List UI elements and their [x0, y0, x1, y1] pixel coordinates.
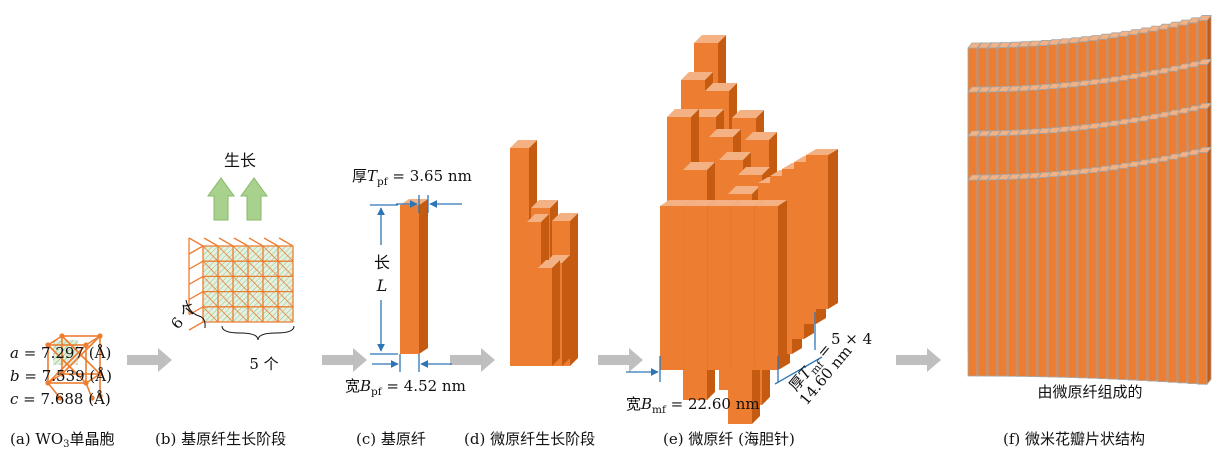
green-arrow-right [240, 177, 268, 221]
mf-width-label: 宽Bmf = 22.60 nm [626, 395, 760, 416]
front-column-5 [754, 200, 787, 370]
dimension-lines-pf [370, 195, 462, 372]
lattice-c: c = 7.688 (Å) [10, 390, 111, 408]
multiplier-label: 5 × 4 [831, 330, 872, 348]
length-var: L [376, 276, 388, 295]
microfibril-growth-illustration [510, 140, 578, 366]
lattice-b: b = 7.539 (Å) [10, 367, 112, 385]
count-5-label: 5 个 [249, 355, 278, 373]
process-arrow-2 [322, 348, 367, 372]
pf-width-label: 宽Bpf = 4.52 nm [345, 377, 466, 398]
process-arrow-3 [450, 348, 495, 372]
growth-fibril-6 [538, 260, 560, 366]
lattice-a: a = 7.297 (Å) [10, 344, 111, 362]
back-column-5 [806, 149, 838, 309]
caption-d: (d) 微原纤生长阶段 [464, 430, 595, 448]
process-arrows [127, 348, 941, 372]
caption-f: (f) 微米花瓣片状结构 [1003, 430, 1145, 448]
green-arrow-left [207, 177, 235, 221]
caption-b: (b) 基原纤生长阶段 [155, 430, 286, 448]
lattice-block-illustration [188, 237, 294, 331]
growth-arrows: 生长 [207, 151, 268, 221]
count-6-label: 6 个 [167, 299, 200, 333]
length-char: 长 [374, 253, 390, 272]
process-arrow-1 [127, 348, 172, 372]
caption-c: (c) 基原纤 [356, 430, 426, 448]
dimension-lines-mf [626, 312, 823, 385]
microfibril-illustration [660, 35, 838, 424]
lattice-parameters: a = 7.297 (Å) b = 7.539 (Å) c = 7.688 (Å… [10, 344, 112, 408]
captions: (a) WO3单晶胞 (b) 基原纤生长阶段 (c) 基原纤 (d) 微原纤生长… [10, 430, 1145, 450]
pf-thickness-label: 厚Tpf = 3.65 nm [352, 167, 472, 188]
caption-a: (a) WO3单晶胞 [10, 430, 115, 450]
svg-text:厚Tmf =: 厚Tmf = [785, 340, 837, 397]
flake-structure-illustration [967, 14, 1212, 386]
process-arrow-4 [598, 348, 643, 372]
primary-fibril-illustration [400, 199, 428, 354]
composed-label: 由微原纤组成的 [1037, 383, 1142, 401]
process-arrow-5 [896, 348, 941, 372]
growth-label: 生长 [224, 151, 256, 170]
flake-r4-c24 [1197, 146, 1212, 386]
unit-cell-illustration [45, 333, 103, 401]
caption-e: (e) 微原纤 (海胆针) [663, 430, 795, 448]
